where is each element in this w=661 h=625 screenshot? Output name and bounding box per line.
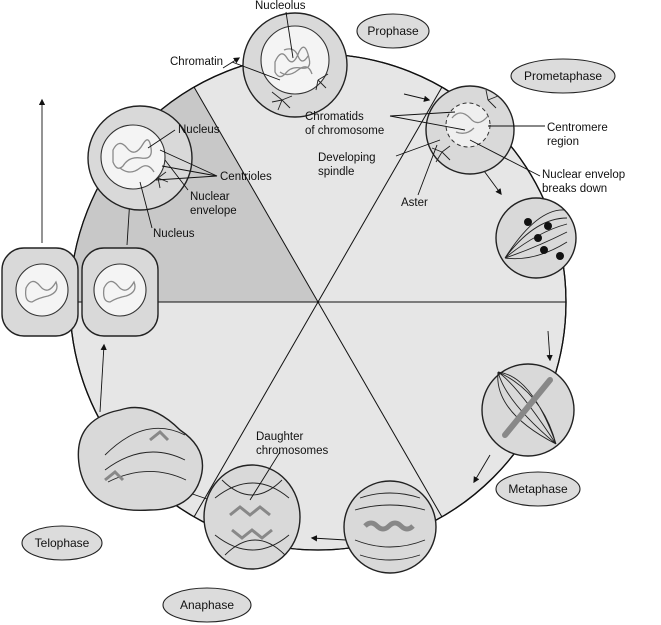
label-centrioles: Centrioles (220, 171, 272, 183)
phase-label-prometaphase: Prometaphase (524, 69, 602, 83)
chromosome-dots (524, 218, 564, 260)
arrow-metaphase (546, 330, 553, 362)
label-nucleus-bottom: Nucleus (153, 228, 195, 240)
late-metaphase-cell (343, 480, 437, 574)
daughter-cells (1, 247, 159, 337)
label-chromatin: Chromatin (170, 56, 223, 68)
label-nuclear-envelope-2: envelope (190, 205, 237, 217)
phase-label-anaphase: Anaphase (180, 598, 234, 612)
label-developing-2: spindle (318, 166, 354, 178)
sector-line (193, 86, 319, 303)
sector-line (317, 301, 443, 518)
label-nuclear-envelope-1: Nuclear (190, 191, 230, 203)
prophase-bubble (356, 13, 430, 49)
label-nucleus-top: Nucleus (178, 124, 220, 136)
arrow-cytokinesis (99, 343, 107, 413)
metaphase-bubble (495, 471, 581, 507)
leader-lines (139, 11, 545, 501)
prometaphase-bubble (510, 58, 616, 94)
spindle-forming-cell (495, 197, 577, 279)
label-aster: Aster (401, 197, 428, 209)
label-centromere-1: Centromere (547, 122, 608, 134)
prophase-cell (242, 12, 348, 118)
anaphase-bubble (162, 587, 252, 623)
arrow-to-prometaphase (403, 93, 431, 102)
arrow-anaphase-b (310, 535, 347, 542)
label-chromatids-2: of chromosome (305, 125, 384, 137)
label-daughter-1: Daughter (256, 431, 303, 443)
telophase-bubble (21, 525, 103, 561)
arrow-anaphase-a (473, 454, 491, 484)
prometaphase-cell (425, 85, 515, 175)
cycle-arrows (38, 57, 553, 542)
label-chromatids-1: Chromatids (305, 111, 364, 123)
arrow-prophase (222, 57, 241, 69)
label-nucleolus: Nucleolus (255, 0, 306, 12)
metaphase-cell (481, 363, 575, 457)
label-centromere-2: region (547, 136, 579, 148)
label-breakdown-1: Nuclear envelop (542, 169, 625, 181)
sector-line (317, 86, 443, 303)
phase-bubbles (21, 13, 616, 623)
label-breakdown-2: breaks down (542, 183, 607, 195)
sector-line (193, 301, 319, 518)
phase-label-telophase: Telophase (35, 536, 90, 550)
phase-label-metaphase: Metaphase (508, 482, 568, 496)
interphase-cell (87, 105, 193, 211)
anaphase-cell (203, 464, 301, 570)
telophase-cell (77, 406, 204, 512)
label-daughter-2: chromosomes (256, 445, 328, 457)
label-developing-1: Developing (318, 152, 376, 164)
phase-label-prophase: Prophase (367, 24, 419, 38)
